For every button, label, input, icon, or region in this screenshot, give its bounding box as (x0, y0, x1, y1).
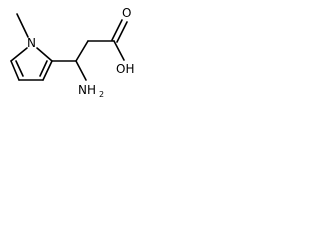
bond-c3-c2 (42, 60, 53, 81)
bond-c5-c4-inner (15, 60, 24, 77)
bond-c3-c2-inner (39, 60, 48, 77)
bond-c-oh (113, 40, 125, 61)
bond-n-methyl (16, 13, 29, 38)
bond-c2-n (36, 47, 53, 62)
molecule-svg: N O OH NH 2 (10, 6, 134, 99)
bond-c-o-double-2 (116, 21, 128, 43)
hydroxyl-label: OH (116, 62, 134, 76)
carbonyl-oxygen-label: O (122, 6, 131, 20)
bond-c-o-double-1 (111, 19, 123, 41)
bond-c5-c4 (10, 60, 20, 81)
ring-nitrogen-label: N (27, 36, 36, 50)
bond-calpha-nh2 (75, 60, 87, 81)
structure-diagram: N O OH NH 2 (0, 0, 203, 123)
amine-label: NH (78, 83, 96, 97)
bond-n-c5 (10, 47, 28, 62)
bond-calpha-ch2 (75, 40, 89, 62)
amine-subscript: 2 (99, 90, 104, 99)
